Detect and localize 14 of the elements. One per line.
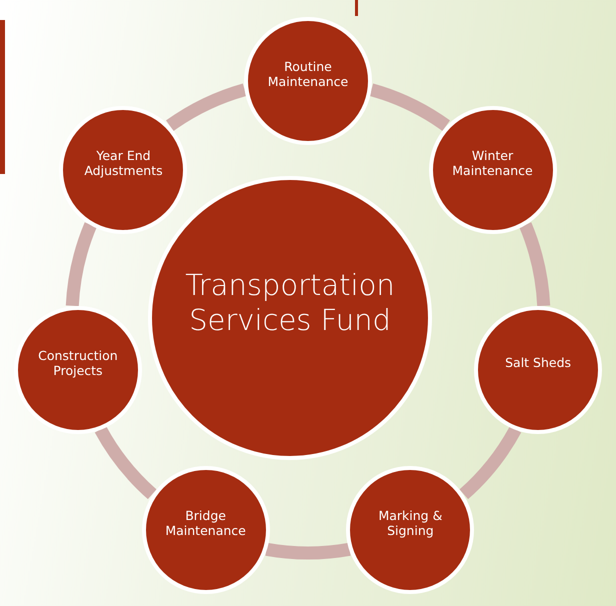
circle-label: Winter Maintenance [451,148,534,178]
circle-label: Marking & Signing [377,508,444,538]
ring-connector [266,542,350,560]
ring-connector [66,222,97,306]
ring-connector [369,84,450,132]
ring-connector [519,222,550,306]
circle-label: Transportation Services Fund [184,268,396,338]
circle-label: Salt Sheds [505,355,572,370]
ring-connector [459,426,522,499]
circle-label: Year End Adjustments [83,148,164,178]
ring-connector [166,84,247,132]
circle-label: Construction Projects [37,348,119,378]
circle-label: Routine Maintenance [266,59,350,89]
circle-label: Bridge Maintenance [164,508,247,538]
